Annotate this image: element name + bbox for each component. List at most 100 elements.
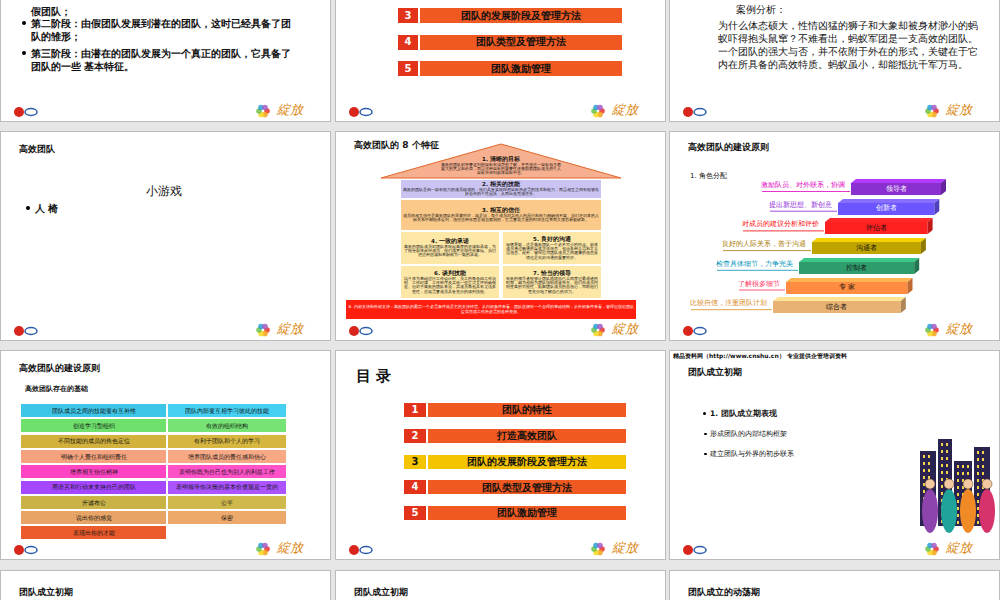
emblem: [360, 547, 372, 554]
person-head: [944, 479, 954, 489]
window: [962, 500, 964, 503]
window: [923, 476, 925, 479]
window: [941, 499, 943, 502]
logo-text: 綻放: [946, 102, 972, 119]
window: [946, 464, 948, 467]
building: [938, 439, 952, 526]
slide-title: 目 录: [356, 367, 446, 387]
principle-bar: 有利于团队和个人的学习: [168, 435, 286, 448]
window: [946, 457, 948, 460]
logo-flower: [591, 327, 597, 333]
number-badge: 1: [404, 403, 426, 417]
logo-text: 綻放: [946, 321, 972, 338]
box-text: 创造学习型组织: [73, 422, 115, 430]
logo-flower: [262, 543, 268, 549]
logo-flower: [925, 327, 931, 333]
window: [946, 492, 948, 495]
step-top: [838, 199, 939, 203]
principle-bar: 用语言和行动来支持自己的团队: [21, 481, 166, 494]
person-head: [982, 479, 992, 489]
bullet-text: 人 椅: [35, 202, 115, 215]
window: [977, 458, 979, 461]
window: [946, 485, 948, 488]
leader-line: [762, 191, 850, 192]
role-step: 评估者: [825, 218, 933, 234]
step-front: [812, 242, 921, 254]
logo-flower: [597, 324, 603, 330]
logo-flower: [931, 543, 937, 549]
window: [957, 514, 959, 517]
step-top: [799, 258, 919, 262]
leader-line: [717, 270, 798, 271]
window: [982, 472, 984, 475]
window: [967, 465, 969, 468]
window: [962, 493, 964, 496]
subheading: 1. 角色分配: [690, 172, 780, 181]
role-note: 检查具体细节，力争完美: [683, 260, 793, 269]
logo-flower: [593, 331, 599, 337]
logo-flower: [599, 327, 605, 333]
box-text: 沟通者: [856, 244, 877, 252]
window: [941, 478, 943, 481]
box-text: 高效的团队对所要达到的目标有清楚的了解，并坚信这一目标包含着重大的意义和价值，而…: [441, 163, 561, 176]
number-badge: 4: [404, 480, 426, 494]
box-text: 用语言和行动来支持自己的团队: [52, 483, 136, 491]
box-text: 公平: [221, 499, 233, 507]
window: [957, 472, 959, 475]
window: [941, 506, 943, 509]
window: [982, 465, 984, 468]
slide-title: 团队成立初期: [19, 587, 239, 599]
case-heading: 案例分析：: [736, 3, 936, 16]
window: [982, 458, 984, 461]
window: [946, 513, 948, 516]
box-text: 团队类型及管理方法: [482, 482, 572, 493]
logo-flower: [264, 108, 270, 114]
box-text: 5: [405, 63, 412, 75]
window: [928, 518, 930, 521]
house-block: 6. 谈判技能以个体为基础进行工作设计时，员工的角色由工作说明、工作纪律、工作程…: [401, 266, 499, 298]
window: [962, 521, 964, 524]
box-text: 团队类型及管理方法: [476, 36, 566, 48]
slide-title: 团队成立初期: [688, 367, 908, 379]
logo-flower: [933, 546, 939, 552]
bullet-text: 第三阶段：由潜在的团队发展为一个真正的团队，它具备了团队的一些 基本特征。: [31, 47, 293, 73]
logo-flower: [931, 112, 937, 118]
menu-bar: 团队的特性: [428, 403, 626, 417]
building: [920, 451, 936, 526]
emblem: [25, 547, 37, 554]
window: [923, 469, 925, 472]
principle-bar: 培养相互信任精神: [21, 465, 166, 478]
menu-bar: 团队类型及管理方法: [420, 35, 622, 50]
box-text: 3: [405, 10, 412, 22]
box-text: 团队内部要互相学习彼此的技能: [185, 407, 269, 415]
menu-bar: 团队的发展阶段及管理方法: [428, 455, 626, 469]
menu-bar: 团队激励管理: [428, 506, 626, 520]
logo-flower: [256, 546, 262, 552]
person: [979, 489, 995, 533]
logo-flower: [591, 108, 597, 114]
window: [941, 457, 943, 460]
window: [967, 521, 969, 524]
box-text: 保密: [221, 514, 233, 522]
house-block: 7. 恰当的领导有效的领导者能够让团队跟随自己共同度过最艰难的时期，因为他能为团…: [503, 266, 601, 298]
logo-flower: [933, 327, 939, 333]
window: [967, 500, 969, 503]
window: [977, 500, 979, 503]
logo-flower: [258, 543, 264, 549]
window: [923, 455, 925, 458]
box-text: 高效的团队是由一群有能力的成员组成的，他们具备实现理想目标所必需的技术和能力，而…: [403, 188, 599, 197]
box-text: 5: [412, 507, 419, 519]
slide-title: 高效团队的建设原则: [688, 142, 908, 154]
logo-flower: [591, 546, 597, 552]
box-text: 4: [405, 36, 412, 48]
logo-flower: [264, 546, 270, 552]
window: [941, 443, 943, 446]
box-text: 团队的特性: [502, 404, 552, 415]
window: [967, 493, 969, 496]
box-text: 7. 恰当的领导: [533, 270, 571, 277]
leader-line: [723, 250, 811, 251]
logo-flower: [593, 112, 599, 118]
window: [977, 479, 979, 482]
box-text: 评估者: [866, 224, 887, 232]
logo-flower: [262, 550, 268, 556]
